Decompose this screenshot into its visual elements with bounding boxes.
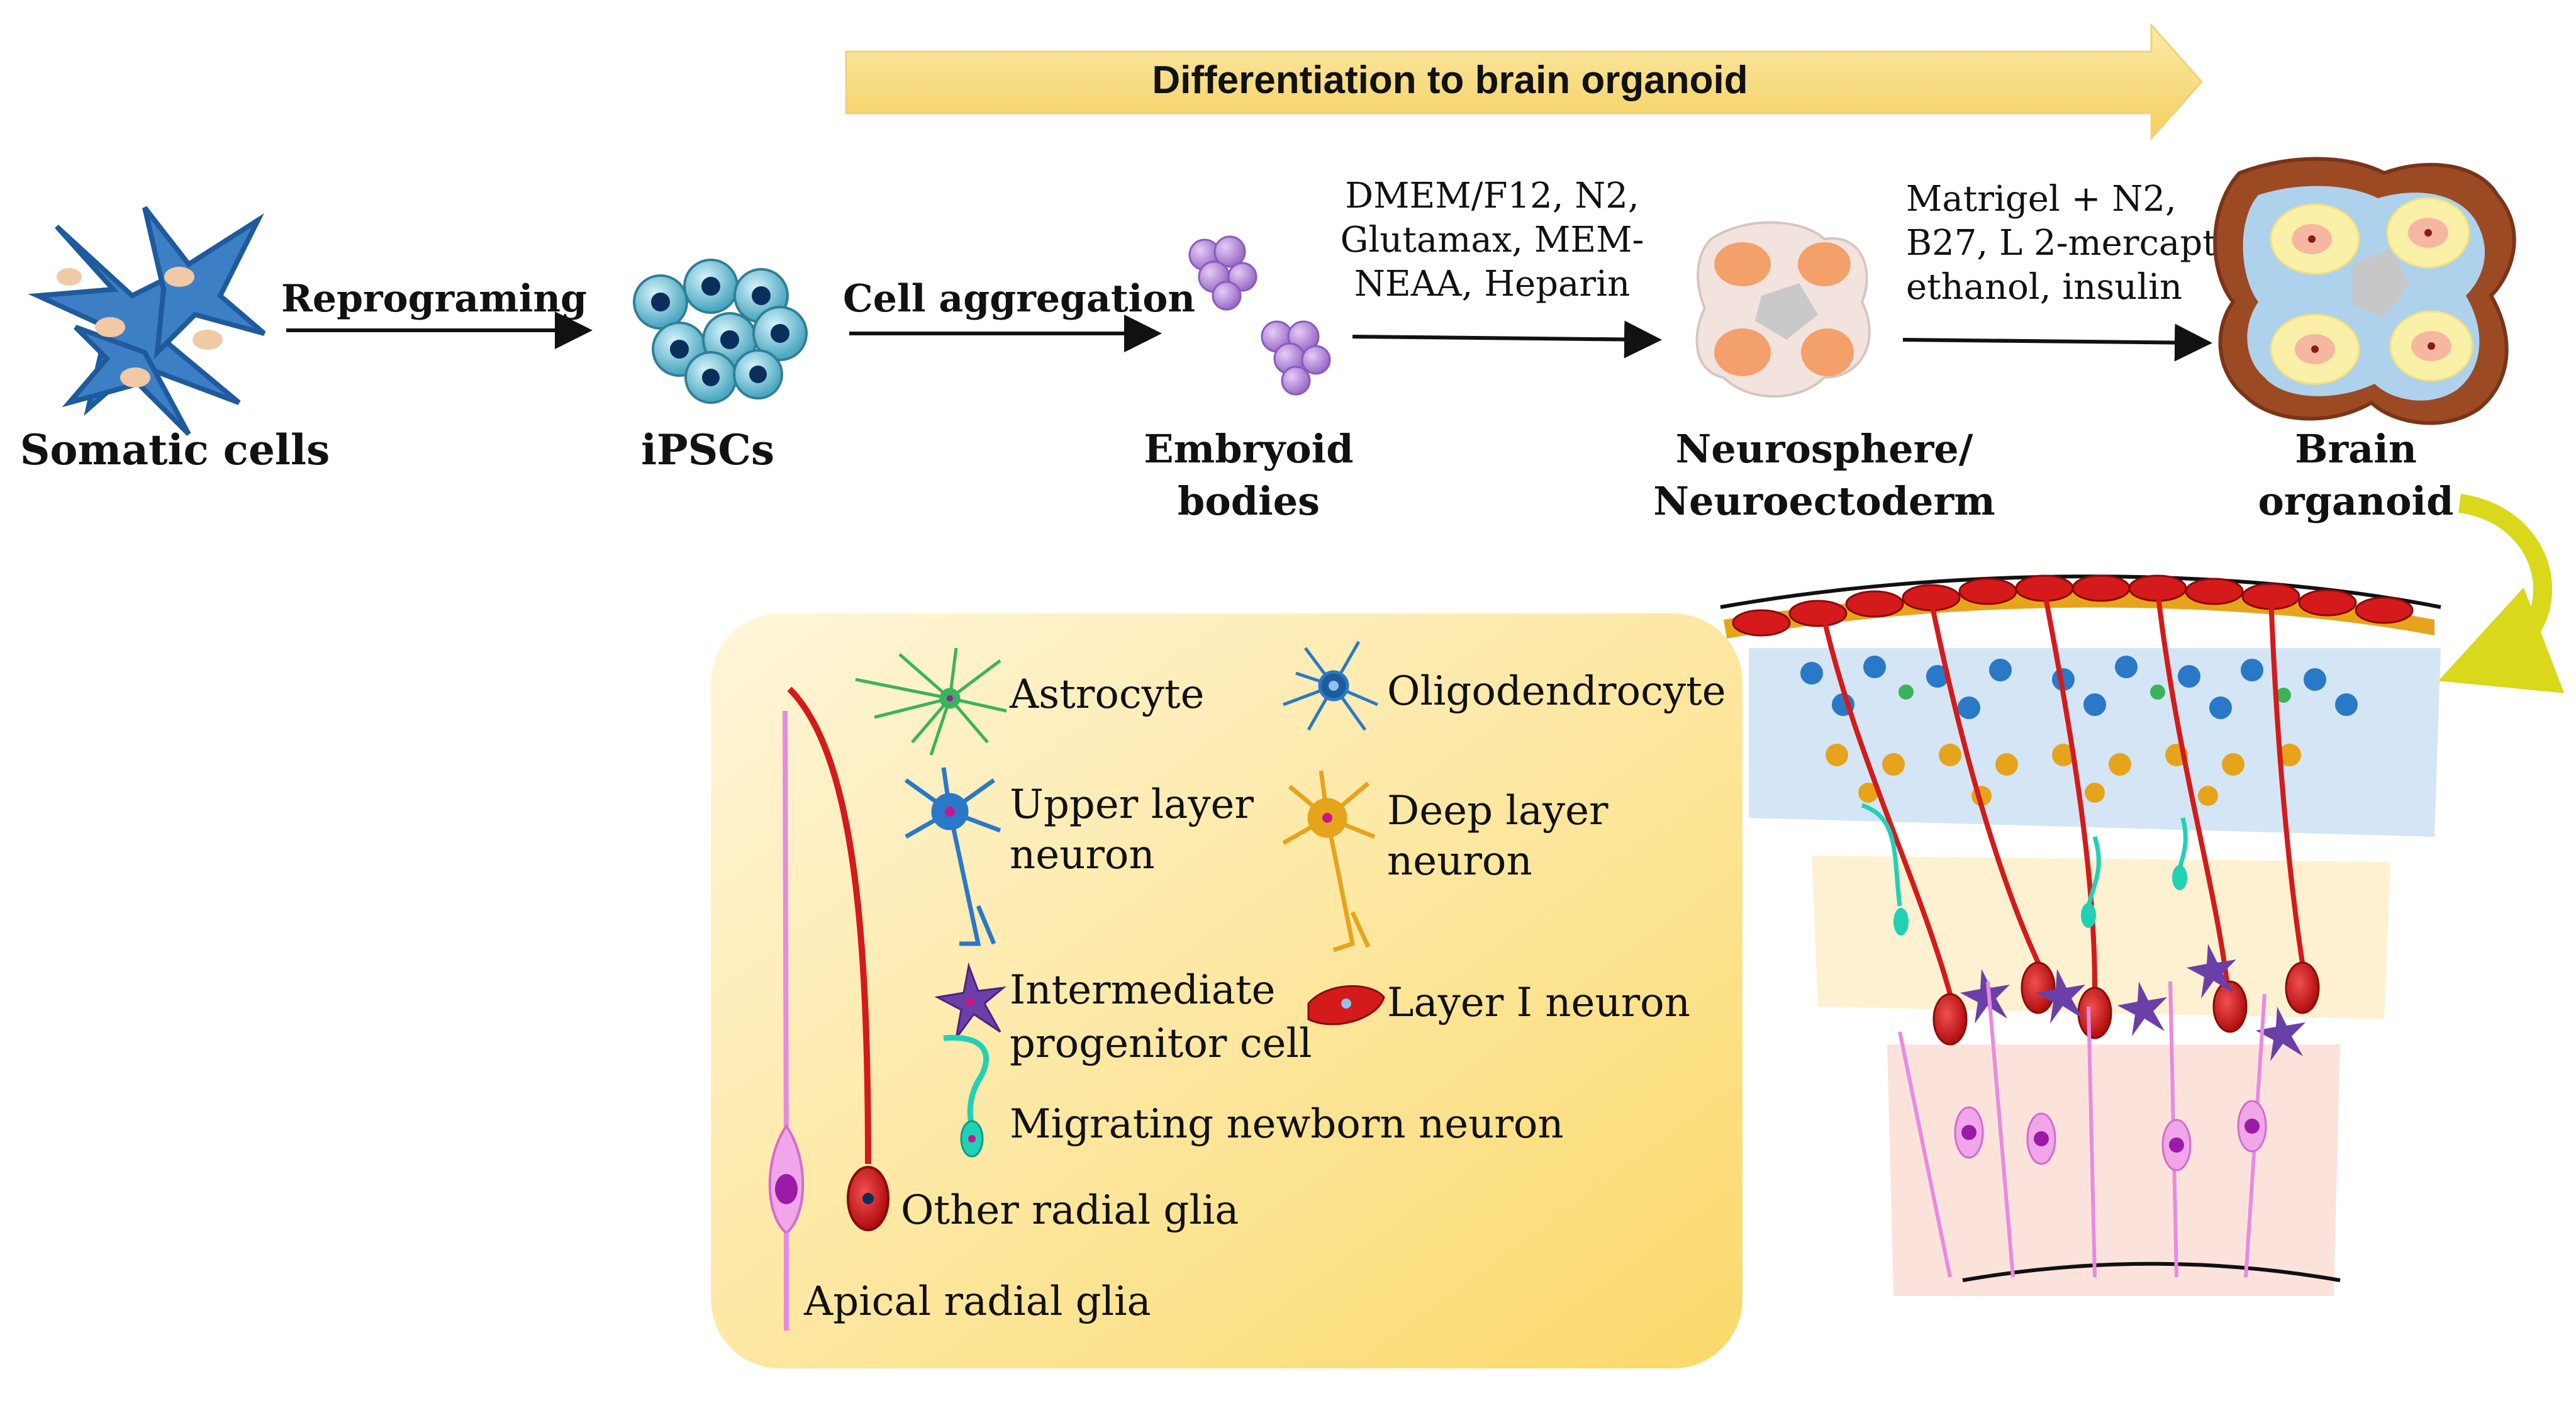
- media2-line1: Matrigel + N2,: [1906, 179, 2177, 220]
- stage-neurosphere-line1: Neurosphere/: [1676, 426, 1973, 472]
- stage-somatic-label: Somatic cells: [20, 425, 330, 474]
- stage-organoid-line2: organoid: [2258, 478, 2454, 524]
- oligodendrocyte-icon: [1283, 640, 1378, 731]
- ipsc-cluster-illustration: [633, 259, 808, 404]
- legend-panel: Apical radial glia Other radial glia Ast…: [711, 613, 1742, 1368]
- media1-line2: Glutamax, MEM-: [1341, 220, 1644, 260]
- stage-neurosphere-line2: Neuroectoderm: [1653, 478, 1995, 524]
- upper-layer-neuron-icon: [904, 767, 1001, 946]
- astrocyte-icon: [855, 647, 1007, 756]
- apical-radial-glia-icon: [768, 710, 805, 1331]
- media2-line2: B27, L 2-mercapto-: [1906, 223, 2250, 264]
- step-reprograming-label: Reprograming: [281, 277, 587, 321]
- legend-layer1-label: Layer I neuron: [1387, 980, 1690, 1026]
- legend-astrocyte-label: Astrocyte: [1009, 671, 1205, 718]
- differentiation-banner: Differentiation to brain organoid: [845, 23, 2204, 141]
- legend-migrating-label: Migrating newborn neuron: [1010, 1101, 1564, 1148]
- legend-intermediate-line1: Intermediate: [1010, 967, 1275, 1014]
- deep-layer-neuron-icon: [1282, 770, 1376, 953]
- legend-deep-neuron-line1: Deep layer: [1387, 788, 1609, 834]
- banner-label: Differentiation to brain organoid: [1152, 59, 1748, 102]
- stage-embryoid-line2: bodies: [1178, 478, 1320, 524]
- migrating-neuron-icon: [943, 1034, 989, 1158]
- legend-other-rg-label: Other radial glia: [901, 1187, 1239, 1234]
- zoom-curved-arrow: [2438, 494, 2565, 693]
- other-radial-glia-icon: [787, 686, 889, 1231]
- legend-deep-neuron-line2: neuron: [1387, 838, 1532, 885]
- legend-intermediate-line2: progenitor cell: [1010, 1020, 1312, 1067]
- media2-line3: ethanol, insulin: [1906, 267, 2182, 308]
- legend-upper-neuron-line2: neuron: [1010, 832, 1155, 878]
- step-aggregation-label: Cell aggregation: [843, 277, 1195, 321]
- embryoid-bodies-illustration: [1188, 235, 1331, 396]
- legend-oligodendrocyte-label: Oligodendrocyte: [1387, 668, 1726, 715]
- stage-organoid-line1: Brain: [2295, 426, 2417, 472]
- somatic-cells-illustration: [28, 206, 266, 436]
- stage-embryoid-line1: Embryoid: [1144, 426, 1353, 472]
- neurosphere-illustration: [1695, 221, 1871, 398]
- cell-aggregation-arrow: Cell aggregation: [843, 277, 1195, 352]
- media1-line1: DMEM/F12, N2,: [1345, 176, 1639, 216]
- legend-apical-rg-label: Apical radial glia: [803, 1278, 1151, 1325]
- layer1-neuron-icon: [1307, 985, 1385, 1026]
- cortex-section-illustration: [1720, 574, 2441, 1296]
- stage-ipsc-label: iPSCs: [641, 425, 774, 474]
- intermediate-progenitor-icon: [934, 962, 1006, 1039]
- media1-line3: NEAA, Heparin: [1354, 264, 1630, 305]
- media2-arrow: Matrigel + N2, B27, L 2-mercapto- ethano…: [1902, 179, 2250, 362]
- brain-organoid-illustration: [2213, 157, 2516, 425]
- media1-arrow: DMEM/F12, N2, Glutamax, MEM- NEAA, Hepar…: [1341, 176, 1662, 359]
- legend-upper-neuron-line1: Upper layer: [1010, 781, 1254, 828]
- reprograming-arrow: Reprograming: [281, 277, 593, 349]
